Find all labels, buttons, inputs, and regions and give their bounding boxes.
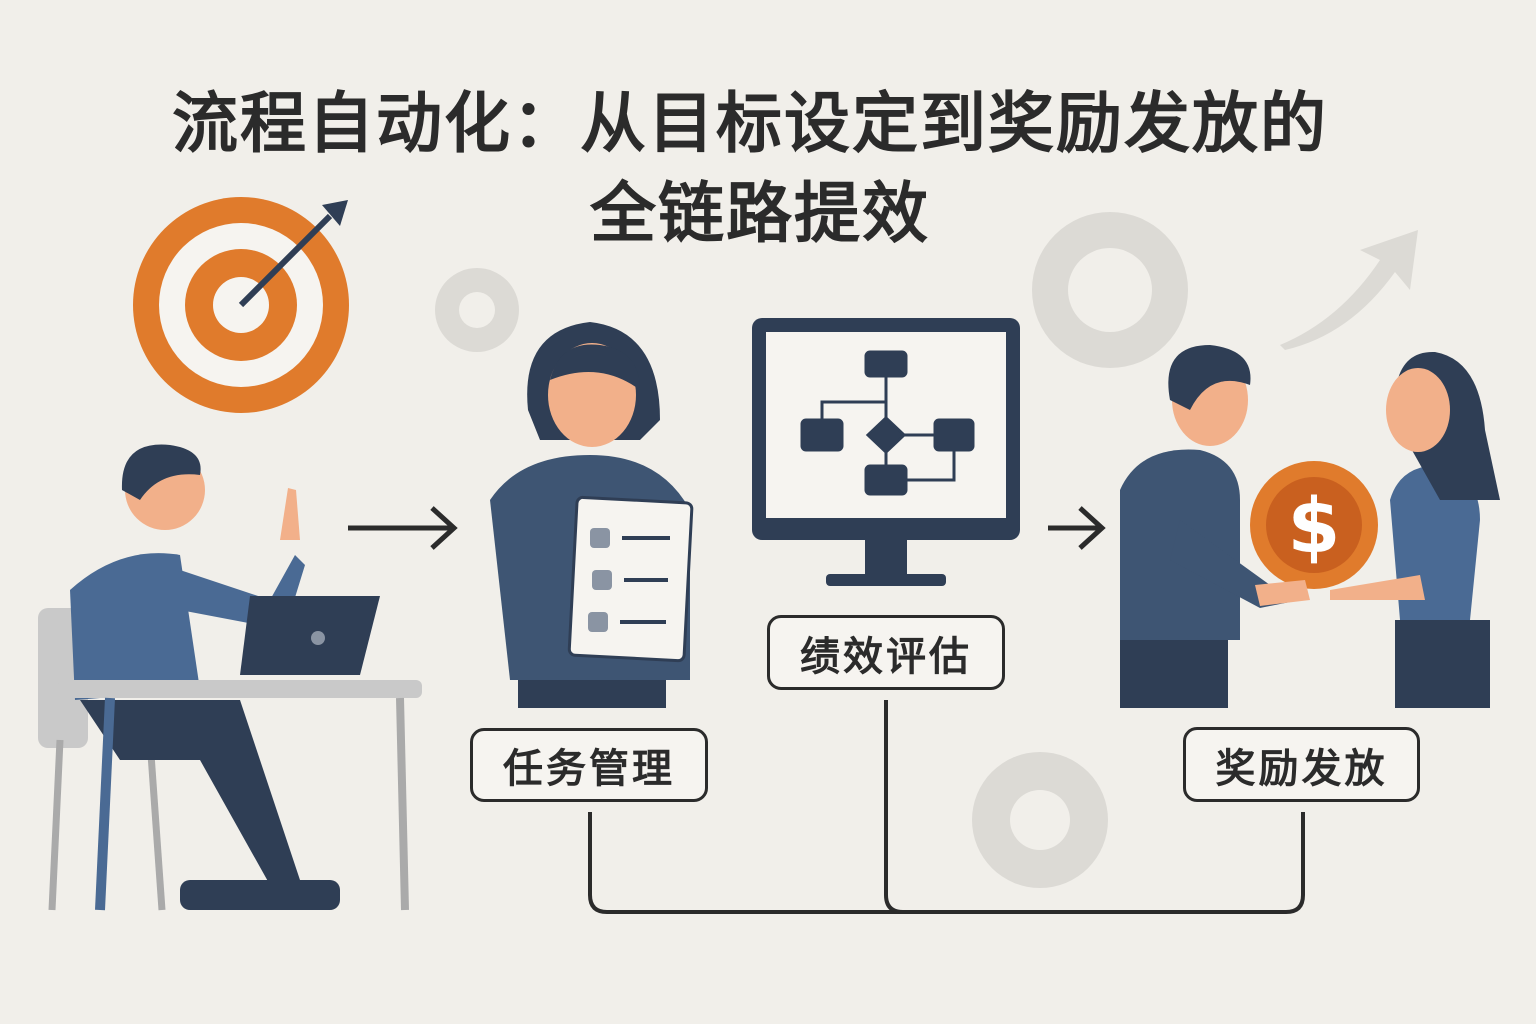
people-exchanging-reward: $ — [1120, 345, 1500, 708]
gear-icon — [435, 268, 519, 352]
checklist-icon — [567, 495, 694, 663]
dollar-coin-icon: $ — [1250, 461, 1378, 589]
page-title-line1: 流程自动化：从目标设定到奖励发放的 — [172, 85, 1328, 162]
page-title-line2: 全链路提效 — [590, 175, 930, 252]
arrow-right-icon — [348, 506, 458, 550]
person-at-desk — [38, 444, 422, 911]
step-reward-distribution: 奖励发放 — [1183, 727, 1420, 802]
trend-arrow-icon — [1280, 230, 1418, 350]
person-with-checklist — [490, 322, 694, 708]
svg-text:$: $ — [1288, 481, 1341, 570]
step-task-management: 任务管理 — [470, 728, 708, 802]
gear-icon — [1032, 212, 1188, 368]
arrow-right-icon — [1048, 506, 1106, 550]
gear-icon — [972, 752, 1108, 888]
step-performance-evaluation: 绩效评估 — [767, 615, 1005, 690]
connector-lines — [588, 700, 1305, 914]
target-icon — [133, 197, 349, 413]
flowchart-monitor-icon — [752, 318, 1020, 586]
